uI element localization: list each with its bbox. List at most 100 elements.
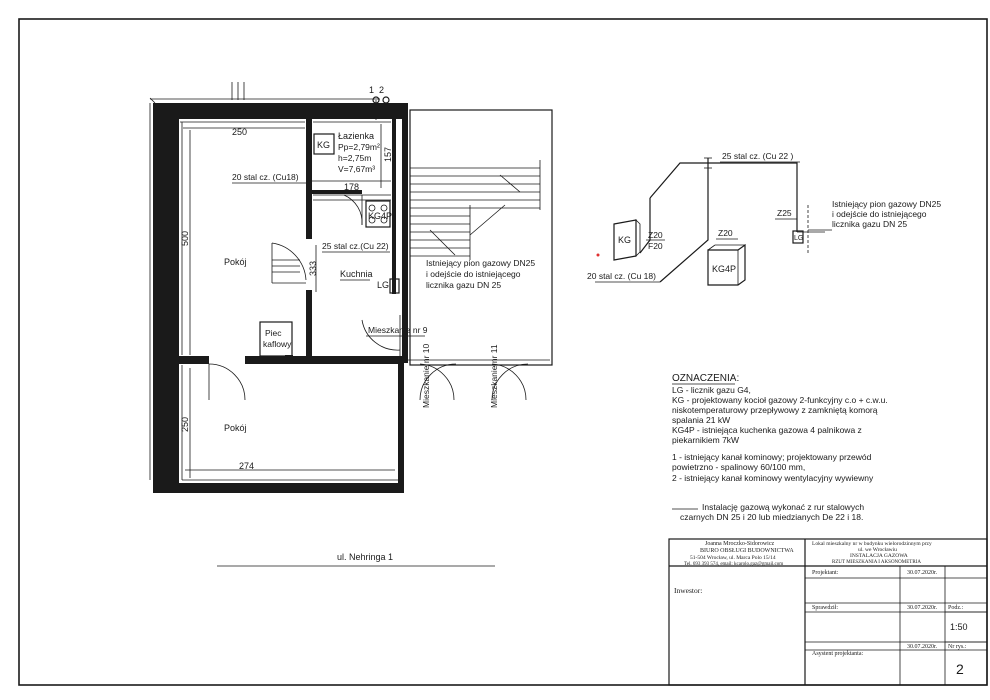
dim-left-height: 500 xyxy=(180,231,190,246)
legend-line-2: niskotemperaturowy przepływowy z zamknię… xyxy=(672,405,878,415)
legend-line-4: KG4P - istniejąca kuchenka gazowa 4 paln… xyxy=(672,425,862,435)
tb-date-1: 30.07.2020r. xyxy=(907,570,938,576)
dim-bottom: 274 xyxy=(239,461,254,471)
dim-hall: 178 xyxy=(344,182,359,192)
dim-top-left: 250 xyxy=(232,127,247,137)
lg-label: LG xyxy=(377,280,389,290)
tb-sheet-label: Nr rys.: xyxy=(948,644,967,650)
tb-date-2: 30.07.2020r. xyxy=(907,605,938,611)
wall-left xyxy=(153,103,179,483)
axon-riser-line3: licznika gazu DN 25 xyxy=(832,219,907,229)
accent-dot xyxy=(596,253,600,257)
door-swings xyxy=(208,194,529,401)
kg4p-stove-symbol xyxy=(365,200,391,228)
bathroom-name: Łazienka xyxy=(338,131,374,141)
tb-author: Joanna Mroczko-Sidorowicz xyxy=(705,541,774,547)
tb-sheet-value: 2 xyxy=(956,661,964,677)
tb-project-3: INSTALACJA GAZOWA xyxy=(850,553,908,559)
legend-line-5: piekarnikiem 7kW xyxy=(672,435,739,445)
riser-text-line3: licznika gazu DN 25 xyxy=(426,280,501,290)
wall-mid-horizontal-2 xyxy=(245,356,403,364)
kitchen-label: Kuchnia xyxy=(340,269,373,279)
axon-f20: F20 xyxy=(648,241,663,251)
legend-line-1: KG - projektowany kocioł gazowy 2-funkcy… xyxy=(672,395,888,405)
tiled-stove-line2: kaflowy xyxy=(263,339,292,349)
tb-scale-label: Podz.: xyxy=(948,605,964,611)
tb-checker-label: Sprawdził: xyxy=(812,605,838,611)
legend-title: OZNACZENIA: xyxy=(672,373,739,384)
tb-company: BIURO OBSŁUGI BUDOWNICTWA xyxy=(700,548,794,554)
axon-pipe-main xyxy=(649,162,798,232)
title-block: Joanna Mroczko-Sidorowicz BIURO OBSŁUGI … xyxy=(668,538,988,686)
tb-investor: Inwestor: xyxy=(674,586,702,595)
axon-riser-line2: i odejście do istniejącego xyxy=(832,209,927,219)
axonometry: 25 stal cz. (Cu 22 ) KG Z20 F20 KG4P Z20… xyxy=(587,151,941,286)
legend-note-0: Instalację gazową wykonać z rur stalowyc… xyxy=(702,502,864,512)
tb-address: 51-504 Wrocław, ul. Marca Polo 15/14 xyxy=(690,555,776,561)
legend-chimney-2: 2 - istniejący kanał kominowy wentylacyj… xyxy=(672,473,874,483)
axon-z20-a: Z20 xyxy=(648,230,663,240)
axon-riser-line1: Istniejący pion gazowy DN25 xyxy=(832,199,941,209)
stairwell-outline xyxy=(409,109,553,366)
stove-fill xyxy=(285,355,293,363)
axon-kg-label: KG xyxy=(618,235,631,245)
wall-bath-right xyxy=(392,119,396,294)
kg-boiler-symbol xyxy=(313,133,335,155)
kg4p-label: KG4P xyxy=(368,211,392,221)
legend: OZNACZENIA: LG - licznik gazu G4, KG - p… xyxy=(672,373,888,522)
wall-top-right xyxy=(380,103,402,119)
dim-lower-height: 250 xyxy=(180,417,190,432)
tb-project-1: Lokal mieszkalny nr w budynku wielorodzi… xyxy=(812,541,932,547)
bathroom-height: h=2,75m xyxy=(338,153,371,163)
legend-chimney-1: powietrzno - spalinowy 60/100 mm, xyxy=(672,462,805,472)
tiled-stove xyxy=(259,321,293,357)
axon-z20-b: Z20 xyxy=(718,228,733,238)
wall-hatch xyxy=(149,97,380,480)
lg-meter-symbol xyxy=(389,278,400,294)
chimney-markers: 1 2 xyxy=(369,85,390,120)
apartment-10-label: Mieszkanie nr 10 xyxy=(421,343,431,408)
axon-pipe-top-label: 25 stal cz. (Cu 22 ) xyxy=(722,151,794,161)
riser-text-line2: i odejście do istniejącego xyxy=(426,269,521,279)
wall-lower-right xyxy=(398,360,404,493)
axon-kg4p-label: KG4P xyxy=(712,264,736,274)
room-upper-label: Pokój xyxy=(224,257,247,267)
axon-lg-box xyxy=(792,230,804,244)
tb-project-4: RZUT MIESZKANIA I AKSONOMETRIA xyxy=(832,560,921,565)
tb-assistant-label: Asystent projektanta: xyxy=(812,651,863,657)
legend-note-1: czarnych DN 25 i 20 lub miedzianych De 2… xyxy=(680,512,863,522)
stair-treads xyxy=(410,160,541,260)
axon-pipe-bottom-label: 20 stal cz. (Cu 18) xyxy=(587,271,656,281)
chimney-2-label: 2 xyxy=(379,85,384,95)
pipe-label-cu18: 20 stal cz. (Cu18) xyxy=(232,172,299,182)
axon-z25: Z25 xyxy=(777,208,792,218)
bathroom-area: Pp=2,79m² xyxy=(338,142,380,152)
wall-interior-vertical xyxy=(306,119,312,239)
chimney-1-label: 1 xyxy=(369,85,374,95)
dimension-lines xyxy=(183,124,395,478)
wall-mid-horizontal xyxy=(179,356,209,364)
kg-label: KG xyxy=(317,140,330,150)
tb-contact: Tel. 693 393 574, email: kcarolo.gaz@gma… xyxy=(684,562,783,567)
wall-interior-vertical-2 xyxy=(306,290,312,360)
pipe-label-cu22: 25 stal cz.(Cu 22) xyxy=(322,241,389,251)
floor-plan: 250 178 274 500 250 157 333 1 2 KG Łazie… xyxy=(149,82,553,567)
wall-bath-bottom xyxy=(312,190,362,194)
tb-scale-value: 1:50 xyxy=(950,622,968,632)
legend-line-0: LG - licznik gazu G4, xyxy=(672,385,751,395)
axon-lg-label: LG xyxy=(794,235,803,242)
wall-stair-right xyxy=(402,103,408,363)
dim-bath-height: 157 xyxy=(383,147,393,162)
sheet-border xyxy=(18,18,988,686)
wall-top xyxy=(153,103,380,119)
tiled-stove-line1: Piec xyxy=(265,328,282,338)
bathroom-volume: V=7,67m³ xyxy=(338,164,375,174)
legend-line-3: spalania 21 kW xyxy=(672,415,730,425)
wall-bottom xyxy=(153,483,403,493)
tb-project-2: ul. we Wrocławiu xyxy=(858,547,897,553)
room-lower-label: Pokój xyxy=(224,423,247,433)
street-label: ul. Nehringa 1 xyxy=(337,552,393,562)
tb-designer-label: Projektant: xyxy=(812,570,839,576)
apartment-9-label: Mieszkanie nr 9 xyxy=(368,325,428,335)
